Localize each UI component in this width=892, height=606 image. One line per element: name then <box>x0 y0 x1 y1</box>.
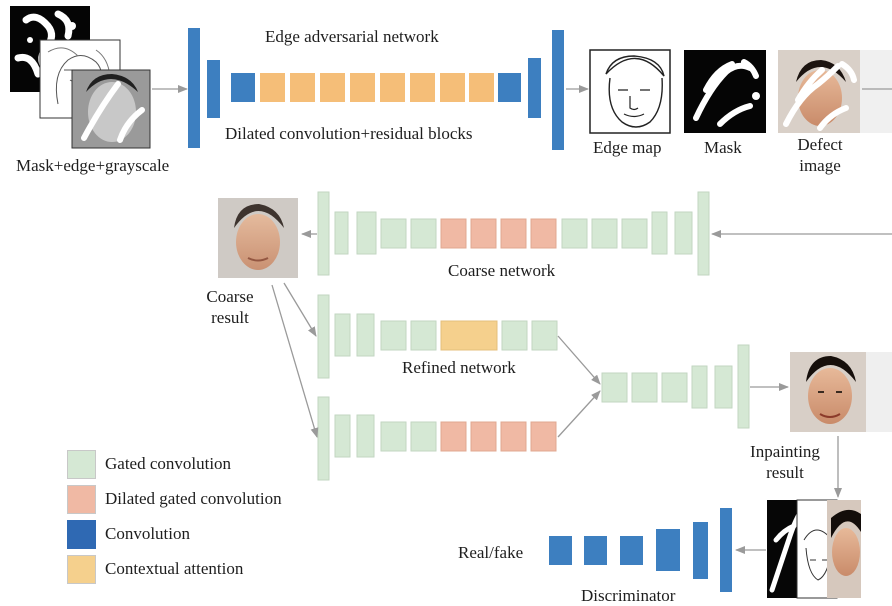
coarse-result-image <box>218 198 298 278</box>
conv-block <box>620 536 643 565</box>
gated-conv-block <box>591 218 618 249</box>
legend-swatch <box>67 485 96 514</box>
inpainting-label-line2: result <box>766 463 804 482</box>
gated-conv-block <box>714 365 733 409</box>
gated-conv-block <box>380 320 407 351</box>
mask-image <box>684 50 766 133</box>
discriminator-input-stack <box>767 499 861 599</box>
gated-conv-block <box>334 313 351 357</box>
gated-conv-block <box>674 211 693 255</box>
contextual-attention-block <box>440 320 498 351</box>
gated-conv-block <box>356 414 375 458</box>
edge-map-image <box>589 49 671 134</box>
discriminator-label: Discriminator <box>581 586 676 605</box>
input-stack-images <box>10 6 151 149</box>
gated-conv-block <box>356 313 375 357</box>
residual-block <box>410 73 435 102</box>
gated-conv-block <box>380 218 407 249</box>
coarse-result-label-line1: Coarse <box>206 287 254 306</box>
edge-network-blocks <box>188 28 564 150</box>
inpainting-result-image <box>790 352 892 432</box>
grayscale-input-image <box>71 69 151 149</box>
edge-conv-block <box>207 60 220 118</box>
edge-conv-block <box>528 58 541 118</box>
residual-block <box>260 73 285 102</box>
refined-branch-blocks <box>317 294 558 379</box>
mask-label: Mask <box>704 138 742 157</box>
gated-conv-block <box>561 218 588 249</box>
inputs-label: Mask+edge+grayscale <box>16 156 170 175</box>
gated-conv-block <box>531 320 558 351</box>
gated-conv-block <box>410 218 437 249</box>
legend-swatch <box>67 555 96 584</box>
conv-block <box>656 529 680 571</box>
inpainting-label-line1: Inpainting <box>750 442 820 461</box>
disc-face-image <box>827 500 861 598</box>
dilated-gated-conv-block <box>440 421 467 452</box>
defect-label-line2: image <box>799 156 841 175</box>
dilated-branch-blocks <box>317 396 557 481</box>
gated-conv-block <box>334 211 349 255</box>
legend-label: Contextual attention <box>105 559 244 578</box>
gated-conv-block <box>334 414 351 458</box>
gated-conv-block <box>601 372 628 403</box>
dilated-gated-conv-block <box>470 218 497 249</box>
gated-conv-block <box>410 320 437 351</box>
gated-conv-block <box>317 396 330 481</box>
gated-conv-block <box>317 294 330 379</box>
gated-conv-block <box>737 344 750 429</box>
dilated-gated-conv-block <box>530 218 557 249</box>
edge-map-label: Edge map <box>593 138 662 157</box>
gated-conv-block <box>661 372 688 403</box>
edge-conv-block <box>498 73 521 102</box>
residual-block <box>350 73 375 102</box>
conv-block <box>549 536 572 565</box>
edge-conv-block <box>231 73 255 102</box>
legend-swatch <box>67 450 96 479</box>
conv-block <box>720 508 732 592</box>
legend-label: Convolution <box>105 524 191 543</box>
dilated-gated-conv-block <box>500 421 527 452</box>
gated-conv-block <box>631 372 658 403</box>
edge-network-title: Edge adversarial network <box>265 27 439 46</box>
legend-swatch <box>67 520 96 549</box>
gated-conv-block <box>410 421 437 452</box>
gated-conv-block <box>621 218 648 249</box>
discriminator-blocks <box>549 508 732 592</box>
residual-block <box>320 73 345 102</box>
defect-label-line1: Defect <box>797 135 843 154</box>
dilated-gated-conv-block <box>500 218 527 249</box>
coarse-network-blocks <box>317 191 710 276</box>
refined-network-label: Refined network <box>402 358 516 377</box>
gated-conv-block <box>380 421 407 452</box>
connectors <box>152 85 892 554</box>
edge-conv-block <box>552 30 564 150</box>
conv-block <box>584 536 607 565</box>
residual-block <box>469 73 494 102</box>
gated-conv-block <box>356 211 377 255</box>
conv-block <box>693 522 708 579</box>
dilated-blocks-label: Dilated convolution+residual blocks <box>225 124 473 143</box>
gated-conv-block <box>691 365 708 409</box>
residual-block <box>380 73 405 102</box>
edge-conv-block <box>188 28 200 148</box>
dilated-gated-conv-block <box>440 218 467 249</box>
defect-image <box>778 50 892 133</box>
dilated-gated-conv-block <box>530 421 557 452</box>
gated-conv-block <box>501 320 528 351</box>
residual-block <box>290 73 315 102</box>
legend-label: Dilated gated convolution <box>105 489 282 508</box>
legend-label: Gated convolution <box>105 454 232 473</box>
merge-decoder-blocks <box>601 344 750 429</box>
gated-conv-block <box>697 191 710 276</box>
coarse-network-label: Coarse network <box>448 261 556 280</box>
gated-conv-block <box>317 191 330 276</box>
residual-block <box>440 73 465 102</box>
gated-conv-block <box>651 211 668 255</box>
dilated-gated-conv-block <box>470 421 497 452</box>
real-fake-label: Real/fake <box>458 543 524 562</box>
coarse-result-label-line2: result <box>211 308 249 327</box>
